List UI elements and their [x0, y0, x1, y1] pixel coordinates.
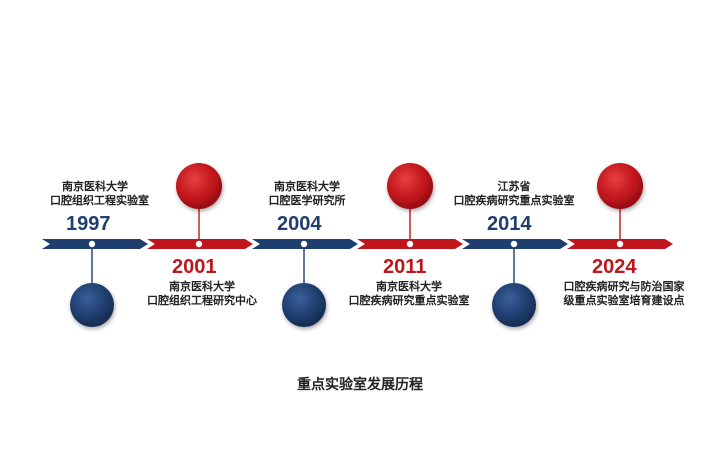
milestone-2011-line1: 南京医科大学 [376, 280, 442, 293]
milestone-2024-line2: 级重点实验室培育建设点 [563, 294, 685, 307]
milestone-1997-line1: 南京医科大学 [62, 180, 128, 193]
year-2011: 2011 [383, 256, 427, 278]
timeline-node-dot [616, 240, 624, 248]
milestone-2014-line2: 口腔疾病研究重点实验室 [453, 194, 575, 207]
milestone-circle [282, 283, 326, 327]
milestone-circle [70, 283, 114, 327]
year-1997: 1997 [66, 213, 111, 235]
year-2014: 2014 [487, 213, 532, 235]
timeline-node-dot [195, 240, 203, 248]
timeline-node-dot [510, 240, 518, 248]
year-2001: 2001 [172, 256, 217, 278]
timeline-node-dot [406, 240, 414, 248]
timeline-node-dot [88, 240, 96, 248]
timeline-node-dot [300, 240, 308, 248]
milestone-circle [492, 283, 536, 327]
milestone-2024-line1: 口腔疾病研究与防治国家 [563, 280, 685, 293]
milestone-1997-line2: 口腔组织工程实验室 [50, 194, 149, 207]
milestone-2014-line1: 江苏省 [497, 180, 531, 193]
milestone-2011-line2: 口腔疾病研究重点实验室 [348, 294, 470, 307]
milestone-2001-line1: 南京医科大学 [169, 280, 235, 293]
milestone-2004-line1: 南京医科大学 [274, 180, 340, 193]
milestone-2001-line2: 口腔组织工程研究中心 [147, 294, 257, 307]
milestone-2024-text: 口腔疾病研究与防治国家 级重点实验室培育建设点 [554, 280, 694, 308]
diagram-caption: 重点实验室发展历程 [297, 377, 423, 393]
year-2024: 2024 [592, 256, 637, 278]
milestone-circle [597, 163, 643, 209]
milestone-1997-text: 南京医科大学 口腔组织工程实验室 [50, 180, 149, 208]
year-2004: 2004 [277, 213, 322, 235]
milestone-2004-text: 南京医科大学 口腔医学研究所 [252, 180, 362, 208]
milestone-2001-text: 南京医科大学 口腔组织工程研究中心 [142, 280, 262, 308]
milestone-circle [387, 163, 433, 209]
milestone-2014-text: 江苏省 口腔疾病研究重点实验室 [446, 180, 582, 208]
milestone-circle [176, 163, 222, 209]
milestone-2004-line2: 口腔医学研究所 [268, 194, 346, 207]
milestone-2011-text: 南京医科大学 口腔疾病研究重点实验室 [341, 280, 477, 308]
